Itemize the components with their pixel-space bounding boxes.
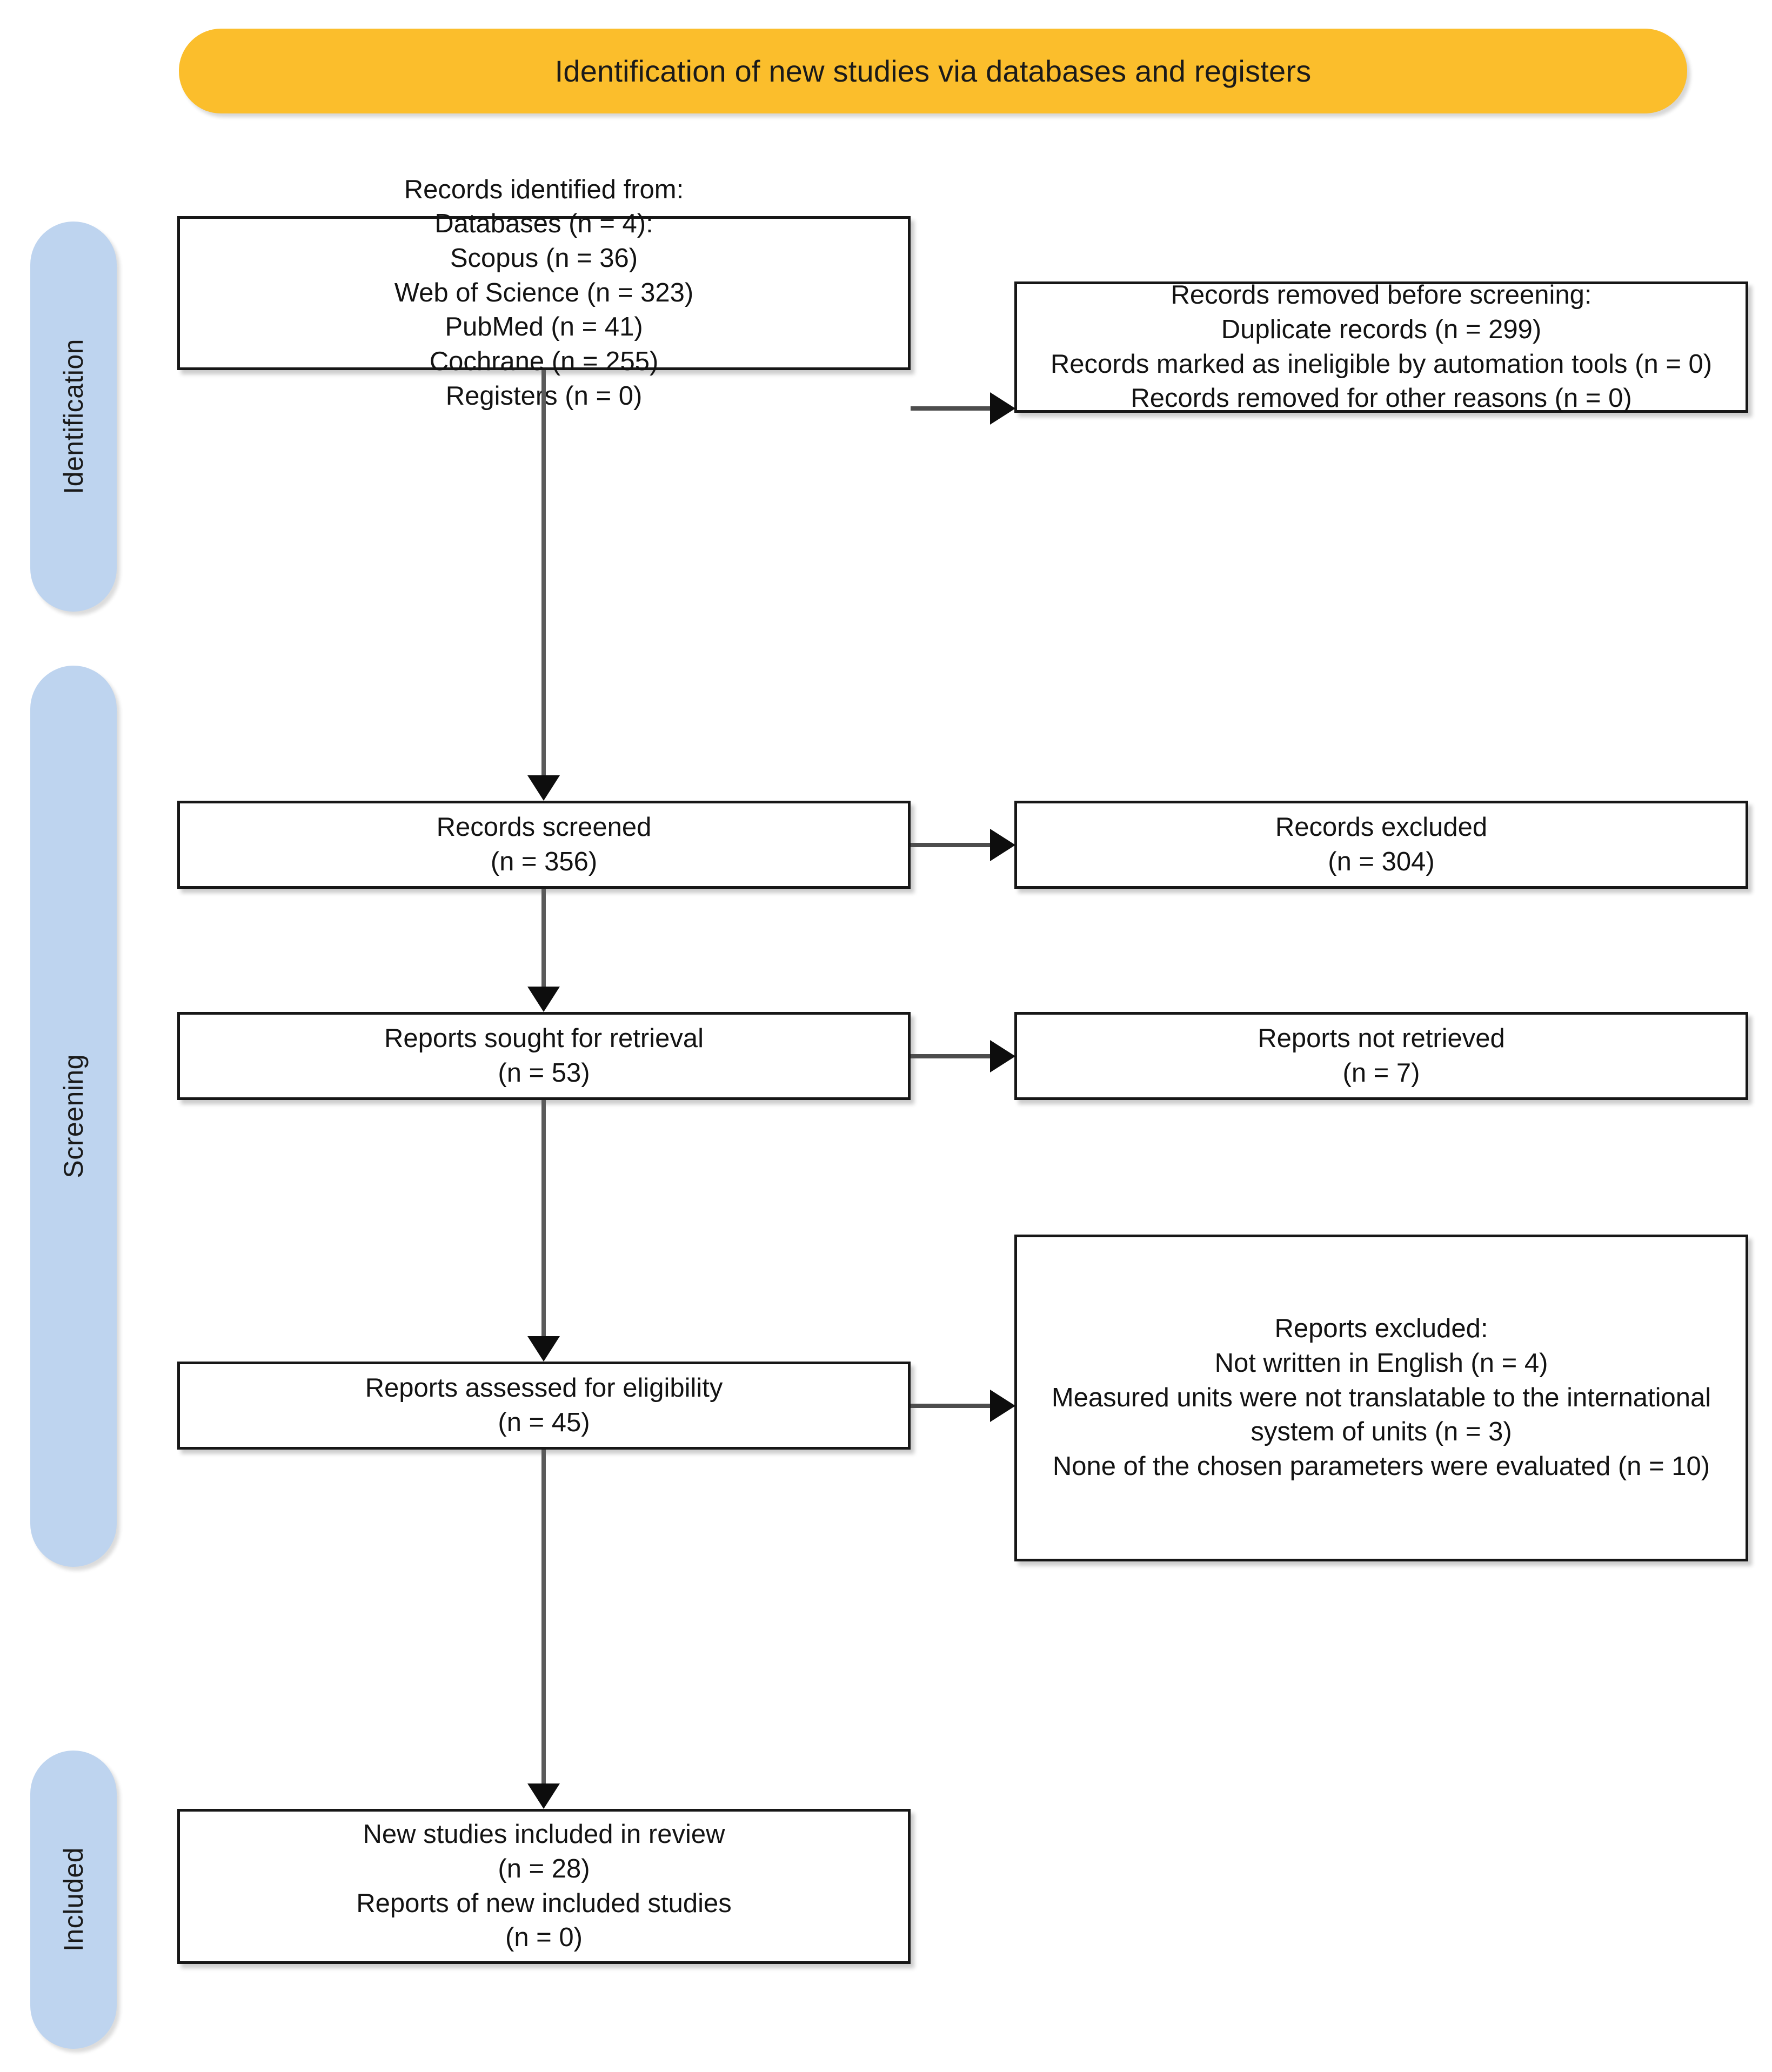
box-line: (n = 7) xyxy=(1342,1058,1420,1088)
stage-label-screening: Screening xyxy=(30,666,117,1567)
stage-screening-text: Screening xyxy=(58,1054,89,1178)
box-line: Reports of new included studies xyxy=(356,1888,732,1918)
stage-included-text: Included xyxy=(58,1847,89,1952)
box-line: Records identified from: xyxy=(404,175,684,204)
box-line: (n = 53) xyxy=(498,1058,590,1088)
arrow-down-icon xyxy=(527,987,560,1012)
stage-label-identification: Identification xyxy=(30,222,117,612)
box-line: (n = 304) xyxy=(1328,847,1435,876)
box-line: New studies included in review xyxy=(363,1820,725,1849)
box-line: (n = 0) xyxy=(505,1923,583,1953)
connector-assessed-to-included xyxy=(541,1450,546,1786)
box-line: (n = 356) xyxy=(490,847,598,876)
box-reports-excluded: Reports excluded: Not written in English… xyxy=(1014,1235,1748,1561)
box-line: Records removed before screening: xyxy=(1171,280,1592,310)
box-records-screened: Records screened (n = 356) xyxy=(177,801,911,889)
arrow-right-icon xyxy=(990,829,1015,861)
arrow-down-icon xyxy=(527,1783,560,1809)
box-line: Not written in English (n = 4) xyxy=(1214,1348,1548,1378)
box-records-excluded: Records excluded (n = 304) xyxy=(1014,801,1748,889)
arrow-down-icon xyxy=(527,1336,560,1362)
connector-screened-to-excluded xyxy=(911,843,992,847)
stage-label-included: Included xyxy=(30,1751,117,2049)
page-title: Identification of new studies via databa… xyxy=(554,54,1312,88)
box-line: PubMed (n = 41) xyxy=(445,312,643,342)
box-line: (n = 45) xyxy=(498,1407,590,1437)
arrow-down-icon xyxy=(527,775,560,801)
box-line: Records removed for other reasons (n = 0… xyxy=(1131,384,1632,413)
stage-identification-text: Identification xyxy=(58,339,89,494)
arrow-right-icon xyxy=(990,392,1015,425)
connector-sought-to-assessed xyxy=(541,1100,546,1338)
connector-screened-to-sought xyxy=(541,889,546,989)
box-line: Databases (n = 4): xyxy=(434,209,653,239)
box-line: Duplicate records (n = 299) xyxy=(1221,314,1542,344)
box-line: Scopus (n = 36) xyxy=(450,243,638,273)
box-line: Records screened xyxy=(436,812,652,842)
box-records-identified: Records identified from: Databases (n = … xyxy=(177,175,911,411)
connector-identified-to-screened xyxy=(541,370,546,778)
box-line: (n = 28) xyxy=(498,1854,590,1883)
arrow-right-icon xyxy=(990,1390,1015,1422)
box-new-studies-included: New studies included in review (n = 28) … xyxy=(177,1809,911,1964)
connector-sought-to-not-retrieved xyxy=(911,1054,992,1058)
connector-identified-to-removed xyxy=(911,406,992,411)
box-reports-sought: Reports sought for retrieval (n = 53) xyxy=(177,1012,911,1100)
box-line: Reports not retrieved xyxy=(1258,1023,1505,1053)
box-line: Reports excluded: xyxy=(1274,1314,1488,1344)
arrow-right-icon xyxy=(990,1040,1015,1072)
box-reports-assessed: Reports assessed for eligibility (n = 45… xyxy=(177,1362,911,1450)
box-line: None of the chosen parameters were evalu… xyxy=(1052,1452,1710,1481)
connector-assessed-to-excluded-reports xyxy=(911,1404,992,1408)
header-banner: Identification of new studies via databa… xyxy=(179,29,1687,113)
box-line: Reports sought for retrieval xyxy=(384,1023,704,1053)
box-line: Records excluded xyxy=(1275,812,1488,842)
box-line: Measured units were not translatable to … xyxy=(1051,1383,1711,1447)
box-records-removed: Records removed before screening: Duplic… xyxy=(1014,280,1748,413)
box-line: Web of Science (n = 323) xyxy=(394,278,694,307)
box-line: Records marked as ineligible by automati… xyxy=(1050,349,1713,379)
box-reports-not-retrieved: Reports not retrieved (n = 7) xyxy=(1014,1012,1748,1100)
box-line: Reports assessed for eligibility xyxy=(365,1373,723,1403)
